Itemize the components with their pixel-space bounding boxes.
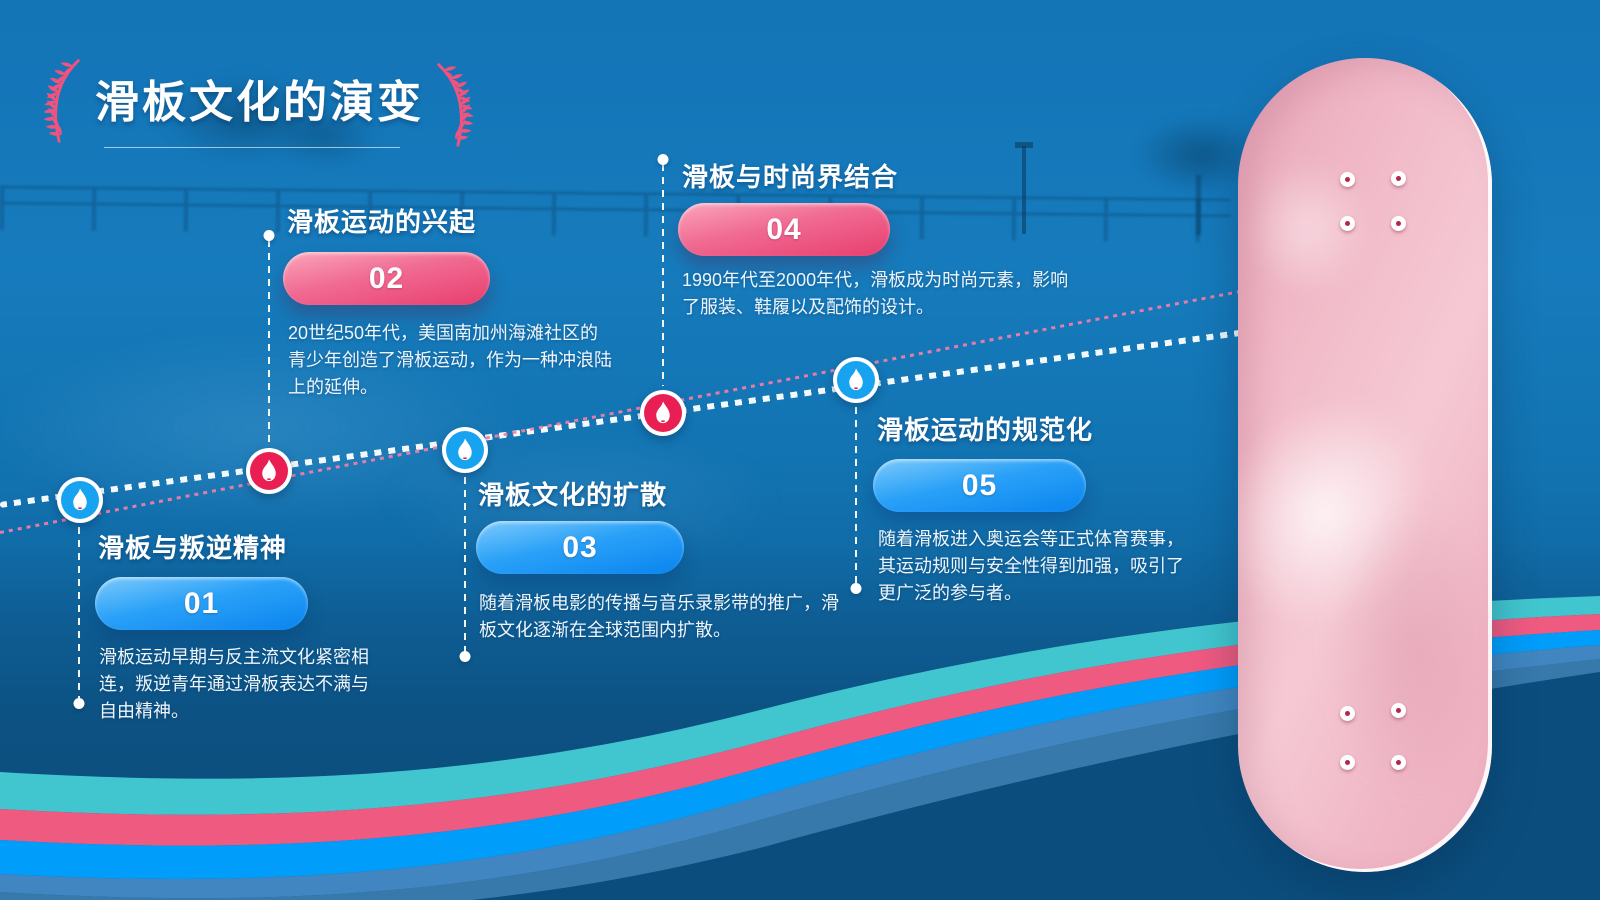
bolt-icon [1340,216,1355,231]
milestone-title: 滑板与时尚界结合 [682,162,899,192]
tree-trunk [1196,175,1201,235]
fence-silhouette [0,185,1231,243]
skateboard-deck-image [1238,58,1492,872]
lamp-post-silhouette [1015,142,1033,234]
step-number-pill: 01 [95,577,308,630]
milestone-title: 滑板运动的兴起 [287,207,477,237]
step-number-pill: 02 [283,252,490,305]
bolt-icon [1340,755,1355,770]
bolt-icon [1391,703,1406,718]
deck-shading [1292,438,1492,858]
connector-line [662,164,664,386]
torch-icon [442,427,488,473]
milestone-title: 滑板文化的扩散 [478,480,668,510]
page-title: 滑板文化的演变 [95,78,424,127]
torch-icon [833,357,879,403]
step-number-pill: 05 [873,459,1086,512]
milestone-description: 随着滑板电影的传播与音乐录影带的推广，滑板文化逐渐在全球范围内扩散。 [479,593,839,640]
torch-icon [57,477,103,523]
torch-icon [640,390,686,436]
bolt-icon [1340,706,1355,721]
bolt-icon [1391,755,1406,770]
milestone-title: 滑板运动的规范化 [877,415,1094,445]
connector-line [855,407,857,584]
milestone-description: 随着滑板进入奥运会等正式体育赛事，其运动规则与安全性得到加强，吸引了更广泛的参与… [878,529,1184,603]
connector-line [78,527,80,699]
connector-line [464,477,466,652]
step-number-pill: 03 [476,521,684,574]
bolt-icon [1391,171,1406,186]
step-number-pill: 04 [678,203,890,256]
connector-line [268,240,270,445]
milestone-description: 20世纪50年代，美国南加州海滩社区的青少年创造了滑板运动，作为一种冲浪陆上的延… [288,323,612,397]
milestone-description: 1990年代至2000年代，滑板成为时尚元素，影响了服装、鞋履以及配饰的设计。 [682,270,1069,317]
bolt-icon [1391,216,1406,231]
torch-icon [246,448,292,494]
milestone-title: 滑板与叛逆精神 [98,533,288,563]
title-underline [104,147,400,148]
milestone-description: 滑板运动早期与反主流文化紧密相连，叛逆青年通过滑板表达不满与自由精神。 [99,647,369,721]
laurel-branch-icon [437,63,474,147]
laurel-branch-icon [43,59,80,143]
bolt-icon [1340,172,1355,187]
deck-highlight [1238,128,1398,328]
